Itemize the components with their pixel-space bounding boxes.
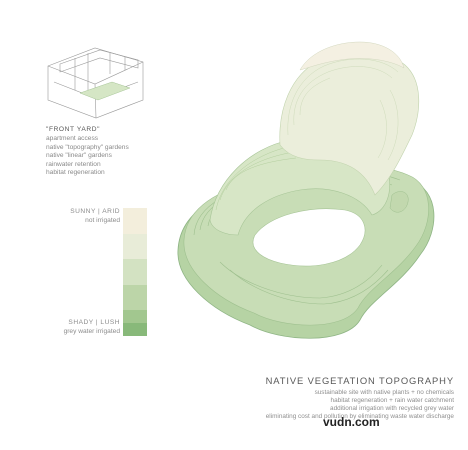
legend-top-title: SUNNY | ARID [70, 208, 120, 215]
front-yard-line: rainwater retention [46, 160, 101, 168]
front-yard-notes: "FRONT YARD" apartment access native "to… [46, 126, 129, 177]
caption-line: eliminating cost and pollution by elimin… [265, 413, 454, 420]
caption-title: NATIVE VEGETATION TOPOGRAPHY [265, 375, 454, 386]
front-yard-line: habitat regeneration [46, 169, 105, 177]
terrace-notch [389, 191, 409, 213]
legend-top-label: SUNNY | ARID not irrigated [70, 208, 120, 225]
caption-block: NATIVE VEGETATION TOPOGRAPHY sustainable… [266, 375, 454, 421]
inner-courtyard [252, 208, 366, 267]
front-yard-line: apartment access [46, 135, 99, 143]
legend-top-sub: not irrigated [85, 216, 120, 224]
legend-swatch [123, 259, 147, 285]
legend-swatch [123, 284, 147, 311]
terrace-top [299, 41, 405, 71]
watermark-text: vudn.com [323, 415, 380, 429]
caption-line: sustainable site with native plants + no… [314, 389, 454, 396]
legend-swatch [123, 208, 147, 234]
legend-bottom-sub: grey water irrigated [63, 327, 120, 335]
legend-bottom-title: SHADY | LUSH [68, 319, 120, 326]
front-yard-title: "FRONT YARD" [46, 126, 101, 133]
legend-bottom-label: SHADY | LUSH grey water irrigated [64, 319, 120, 336]
terrace-model [177, 41, 435, 339]
legend-swatch [123, 323, 147, 336]
front-yard-line: native "linear" gardens [46, 152, 112, 160]
caption-line: habitat regeneration + rain water catchm… [330, 397, 454, 404]
front-yard-sketch [47, 47, 144, 119]
caption-line: additional irrigation with recycled grey… [330, 405, 454, 412]
legend-swatch [123, 233, 147, 260]
front-yard-line: native "topography" gardens [46, 143, 129, 151]
